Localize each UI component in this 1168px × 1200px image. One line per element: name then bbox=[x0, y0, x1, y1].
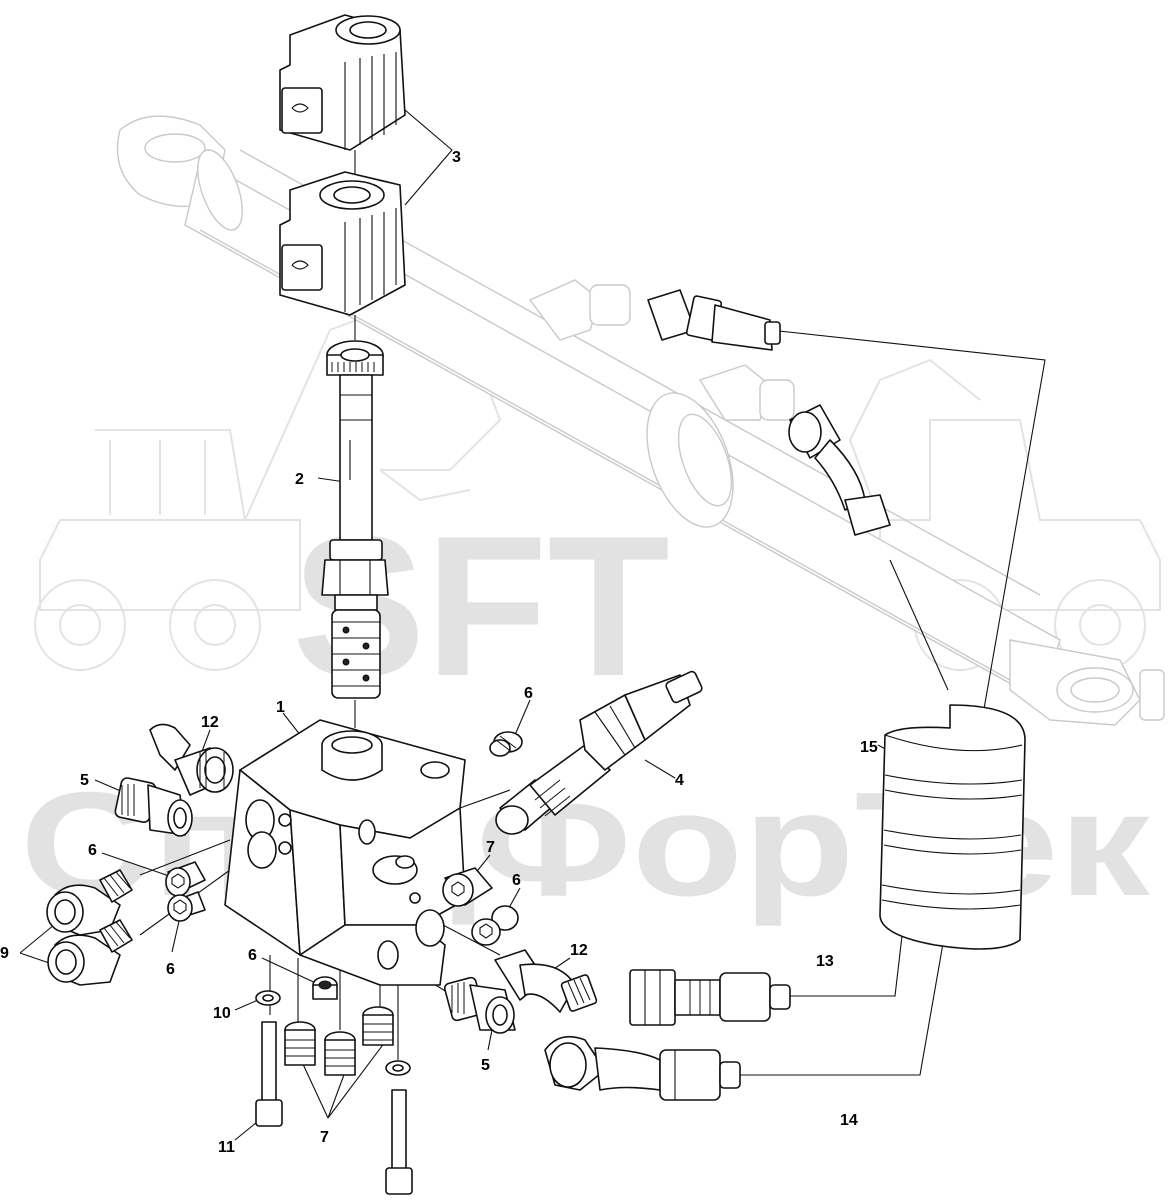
callout-7-right: 7 bbox=[486, 839, 495, 856]
callout-1: 1 bbox=[276, 699, 285, 716]
callout-12-right: 12 bbox=[570, 942, 588, 959]
solenoid-coil-lower bbox=[279, 171, 406, 316]
plug-7-right bbox=[442, 867, 493, 907]
pressure-valve bbox=[495, 670, 703, 835]
callout-9: 9 bbox=[0, 945, 9, 962]
plug-6-right bbox=[471, 905, 519, 946]
callout-7-bottom: 7 bbox=[320, 1129, 329, 1146]
callout-13: 13 bbox=[816, 953, 834, 970]
callout-11: 11 bbox=[218, 1139, 235, 1156]
callout-3: 3 bbox=[452, 149, 461, 166]
valve-cartridge bbox=[321, 340, 389, 699]
callout-labels: 1 2 3 4 5 5 6 6 6 6 6 7 7 9 10 11 12 12 … bbox=[0, 149, 878, 1156]
spiral-guard bbox=[879, 704, 1026, 950]
elbow-fitting-12-top bbox=[149, 723, 234, 796]
washer-10-right bbox=[385, 1060, 411, 1076]
callout-15: 15 bbox=[860, 739, 878, 756]
callout-14: 14 bbox=[840, 1112, 858, 1129]
callout-5-bottom: 5 bbox=[481, 1057, 490, 1074]
callout-5-left: 5 bbox=[80, 772, 89, 789]
bolt-11-left bbox=[255, 1021, 283, 1127]
hose-fitting-top-right bbox=[647, 289, 781, 351]
test-point-9-lower bbox=[47, 919, 133, 986]
adapter-fitting-5-bottom bbox=[443, 976, 516, 1034]
callout-2: 2 bbox=[295, 471, 304, 488]
valve-block bbox=[224, 719, 466, 986]
bolt-11-right bbox=[385, 1089, 413, 1195]
hose-fitting-13 bbox=[629, 969, 791, 1026]
callout-6-top: 6 bbox=[524, 685, 533, 702]
solenoid-coil-upper bbox=[279, 14, 406, 151]
plug-6-left bbox=[165, 861, 206, 897]
plug-6-bottom bbox=[312, 976, 338, 1000]
callout-12-top: 12 bbox=[201, 714, 219, 731]
hose-fitting-14 bbox=[544, 1035, 741, 1101]
elbow-fitting-12-right bbox=[494, 949, 598, 1013]
test-point-9-upper bbox=[46, 869, 133, 936]
callout-4: 4 bbox=[675, 772, 684, 789]
washer-10 bbox=[255, 990, 281, 1006]
callout-6-left: 6 bbox=[88, 842, 97, 859]
adapter-fitting-5-left bbox=[114, 777, 193, 837]
callout-10: 10 bbox=[213, 1005, 231, 1022]
callout-6-right: 6 bbox=[512, 872, 521, 889]
hose-fitting-bent-right bbox=[788, 404, 891, 536]
callout-6-bottom: 6 bbox=[248, 947, 257, 964]
callout-6-lower-left: 6 bbox=[166, 961, 175, 978]
plug-6-top bbox=[489, 731, 523, 757]
ghost-hydraulic-cylinder bbox=[116, 115, 1165, 726]
plugs-7-bottom bbox=[284, 1006, 394, 1076]
plug-6-lower-left bbox=[167, 891, 206, 922]
